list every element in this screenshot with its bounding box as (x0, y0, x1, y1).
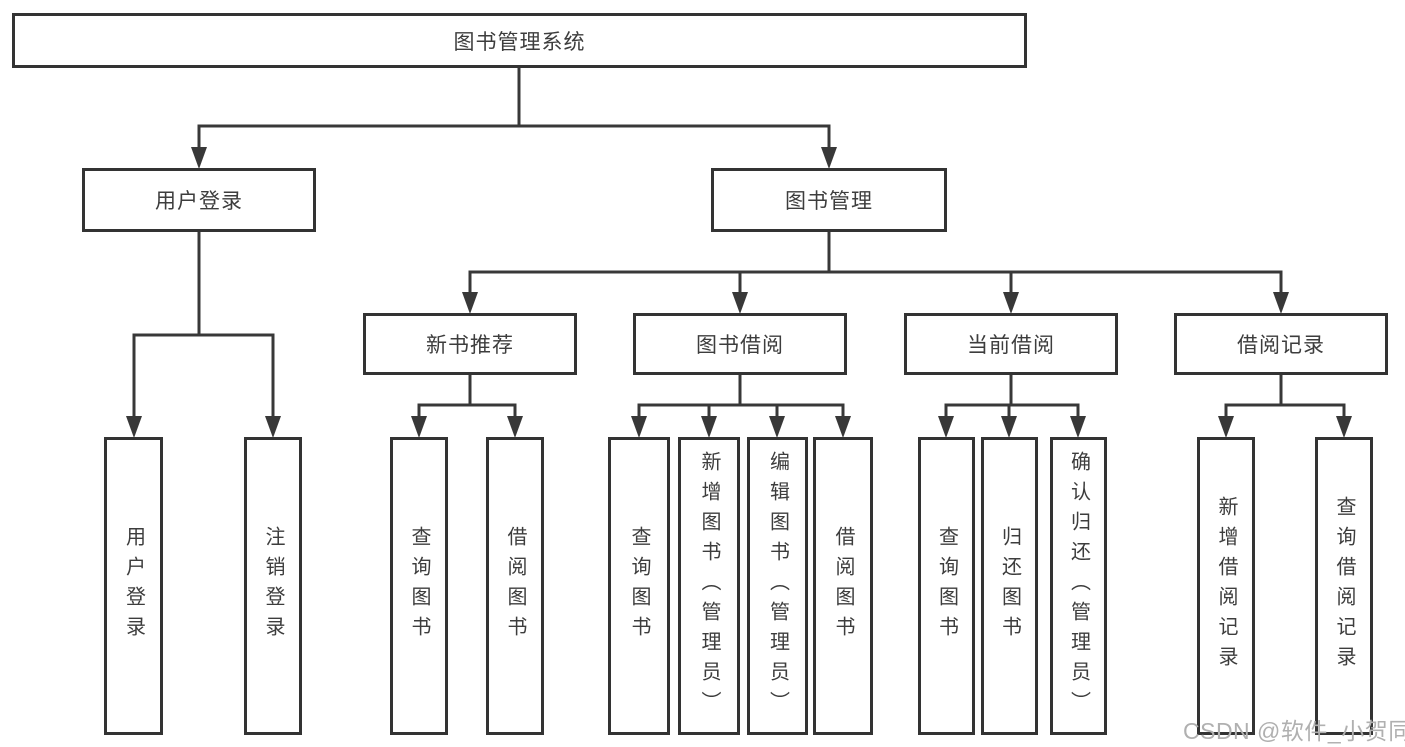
leaf-return-books: 归还图书 (981, 437, 1038, 735)
leaf-edit-books-admin-label: 编辑图书（管理员） (766, 451, 789, 721)
leaf-query-books-recommend-label: 查询图书 (408, 526, 430, 646)
csdn-watermark: CSDN @软件_小贺同学 (1183, 718, 1405, 744)
node-borrow-records: 借阅记录 (1174, 313, 1388, 375)
node-user-login-label: 用户登录 (155, 190, 243, 213)
leaf-add-borrow-record-label: 新增借阅记录 (1215, 496, 1237, 676)
leaf-edit-books-admin: 编辑图书（管理员） (747, 437, 808, 735)
leaf-add-books-admin-label: 新增图书（管理员） (698, 451, 720, 721)
connector-root-to-level1 (191, 68, 837, 169)
connector-new-book-children (411, 375, 523, 438)
node-book-management: 图书管理 (711, 168, 947, 232)
node-current-borrow-label: 当前借阅 (967, 334, 1055, 357)
leaf-user-login: 用户登录 (104, 437, 163, 735)
leaf-query-books-current: 查询图书 (918, 437, 975, 735)
node-book-borrow: 图书借阅 (633, 313, 847, 375)
leaf-add-borrow-record: 新增借阅记录 (1197, 437, 1255, 735)
node-user-login: 用户登录 (82, 168, 316, 232)
leaf-query-borrow-record: 查询借阅记录 (1315, 437, 1373, 735)
connector-user-login-children (126, 232, 281, 438)
node-book-borrow-label: 图书借阅 (696, 334, 784, 357)
node-system-root-label: 图书管理系统 (453, 30, 586, 54)
connector-book-borrow-children (631, 375, 851, 438)
leaf-query-borrow-record-label: 查询借阅记录 (1333, 496, 1355, 676)
leaf-user-login-label: 用户登录 (122, 526, 145, 646)
leaf-borrow-books-label: 借阅图书 (832, 526, 854, 646)
leaf-borrow-books-recommend-label: 借阅图书 (504, 526, 526, 646)
node-system-root: 图书管理系统 (12, 13, 1027, 68)
connector-book-management-to-level2 (462, 232, 1289, 314)
node-new-book-recommend-label: 新书推荐 (426, 334, 514, 357)
node-new-book-recommend: 新书推荐 (363, 313, 577, 375)
leaf-borrow-books-recommend: 借阅图书 (486, 437, 544, 735)
leaf-borrow-books: 借阅图书 (813, 437, 873, 735)
leaf-query-books-borrow-label: 查询图书 (628, 526, 650, 646)
leaf-add-books-admin: 新增图书（管理员） (678, 437, 740, 735)
node-book-management-label: 图书管理 (785, 190, 873, 213)
leaf-query-books-borrow: 查询图书 (608, 437, 670, 735)
leaf-logout: 注销登录 (244, 437, 302, 735)
leaf-confirm-return-admin-label: 确认归还（管理员） (1067, 451, 1090, 721)
leaf-query-books-recommend: 查询图书 (390, 437, 448, 735)
leaf-logout-label: 注销登录 (262, 526, 284, 646)
leaf-return-books-label: 归还图书 (998, 526, 1021, 646)
node-current-borrow: 当前借阅 (904, 313, 1118, 375)
connector-current-borrow-children (938, 375, 1086, 438)
leaf-query-books-current-label: 查询图书 (935, 526, 958, 646)
leaf-confirm-return-admin: 确认归还（管理员） (1050, 437, 1107, 735)
connector-borrow-records-children (1218, 375, 1352, 438)
node-borrow-records-label: 借阅记录 (1237, 334, 1325, 357)
